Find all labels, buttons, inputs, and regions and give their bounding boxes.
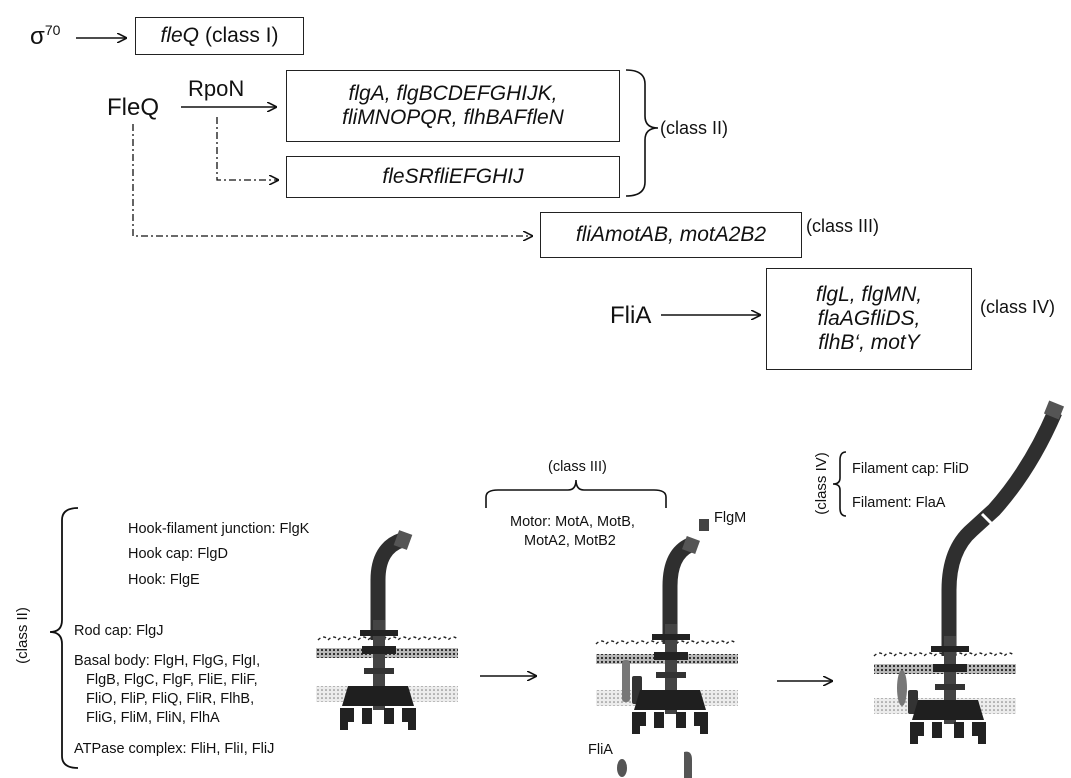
flia-icon bbox=[617, 759, 627, 777]
stage1-flagellum bbox=[316, 530, 458, 730]
stage3-flagellum bbox=[874, 401, 1064, 744]
flia-icon-2 bbox=[684, 752, 692, 778]
flgm-icon bbox=[699, 519, 709, 531]
stage2-flagellum bbox=[596, 519, 738, 778]
mota-icon bbox=[622, 660, 630, 702]
